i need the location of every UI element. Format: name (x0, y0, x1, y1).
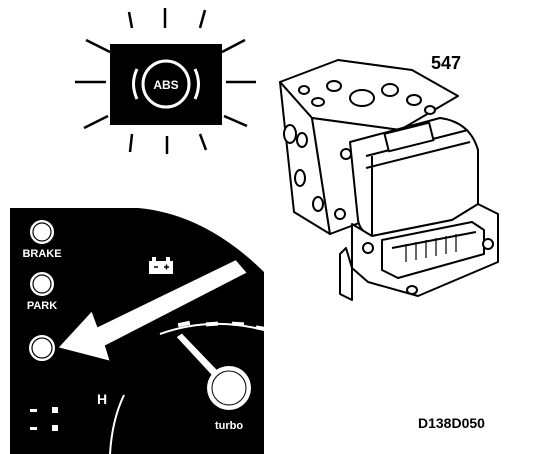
abs-lamp-text: ABS (153, 78, 178, 92)
instrument-panel: BRAKE PARK (10, 208, 265, 454)
turbo-label: turbo (215, 420, 243, 432)
temperature-gauge-arc (109, 394, 125, 454)
light-ray-icon (75, 8, 256, 154)
abs-hydraulic-modulator-icon (279, 59, 499, 301)
temperature-high-label: H (97, 391, 107, 407)
park-label: PARK (27, 300, 57, 312)
abs-warning-lamp-icon (132, 59, 200, 109)
brake-label: BRAKE (22, 248, 61, 260)
abs-warning-lamp: ABS (75, 8, 256, 154)
abs-lamp-housing (110, 44, 222, 125)
indicator-marks (30, 407, 58, 431)
pointing-arrow-icon (55, 257, 250, 364)
battery-icon (149, 257, 173, 274)
part-number-label: 547 (431, 53, 461, 73)
figure-code-label: D138D050 (418, 415, 485, 431)
gauge-arc (159, 322, 265, 335)
turbo-gauge-hub (207, 366, 251, 410)
turbo-gauge: turbo (175, 332, 251, 432)
